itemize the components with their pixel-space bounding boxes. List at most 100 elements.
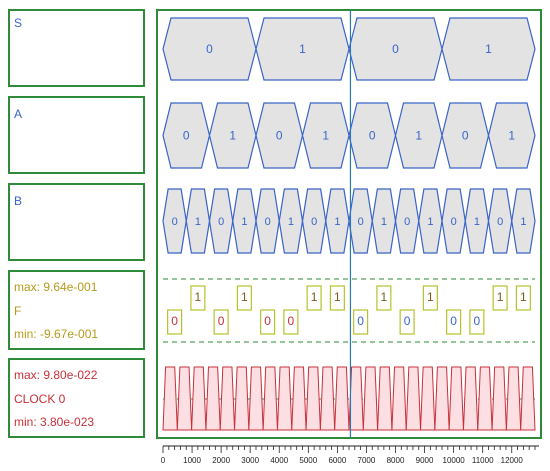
sample-value: 1 — [195, 290, 202, 304]
sample-value: 1 — [497, 290, 504, 304]
segment-value: 0 — [451, 216, 457, 228]
signal-label-clock[interactable]: max: 9.80e-022 CLOCK 0 min: 3.80e-023 — [8, 358, 145, 438]
segment-value: 0 — [462, 129, 469, 143]
tick-label: 2000 — [212, 456, 230, 465]
analog-sample — [306, 285, 322, 311]
logic-segment — [441, 17, 536, 81]
segment-value: 1 — [474, 216, 480, 228]
analog-sample — [446, 309, 462, 335]
signal-name: A — [14, 107, 23, 121]
clock-pulse — [420, 366, 436, 431]
trace-s: 0 1 0 1 — [162, 17, 536, 81]
signal-label-s[interactable]: S — [8, 9, 145, 87]
sample-value: 0 — [404, 314, 411, 328]
analog-sample — [283, 309, 299, 335]
tick-label: 7000 — [358, 456, 376, 465]
segment-value: 0 — [265, 216, 271, 228]
tick-label: 4000 — [270, 456, 288, 465]
clock-pulse — [291, 366, 307, 431]
tick-label: 9000 — [416, 456, 434, 465]
analog-sample — [190, 285, 206, 311]
segment-value: 1 — [508, 129, 515, 143]
signal-label-b[interactable]: B — [8, 183, 145, 261]
clock-pulse — [462, 366, 479, 431]
signal-min-label: min: -9.67e-001 — [14, 327, 99, 341]
signal-label-a[interactable]: A — [8, 96, 145, 174]
clock-pulse — [491, 366, 507, 431]
segment-value: 1 — [299, 42, 306, 56]
tick-label: 12000 — [501, 456, 524, 465]
segment-value: 1 — [229, 129, 236, 143]
signal-name: B — [14, 194, 23, 208]
segment-value: 0 — [311, 216, 317, 228]
clock-pulse — [176, 366, 193, 431]
segment-value: 1 — [381, 216, 387, 228]
tick-label: 3000 — [241, 456, 259, 465]
clock-pulse — [234, 366, 250, 431]
tick-label: 0 — [161, 456, 166, 465]
logic-segment — [487, 102, 536, 169]
analog-sample — [167, 309, 183, 335]
analog-sample — [353, 309, 369, 335]
segment-value: 1 — [415, 129, 422, 143]
clock-pulse — [205, 366, 221, 431]
clock-pulse — [505, 366, 522, 431]
sample-value: 1 — [334, 290, 341, 304]
tick-label: 11000 — [472, 456, 494, 465]
segment-value: 1 — [520, 216, 526, 228]
sample-value: 0 — [264, 314, 271, 328]
clock-pulse — [248, 366, 264, 431]
analog-sample — [329, 285, 345, 311]
clock-pulse — [334, 366, 350, 431]
clock-pulse — [219, 366, 236, 431]
analog-sample — [422, 285, 438, 311]
signal-name: CLOCK 0 — [14, 392, 66, 406]
signal-label-f[interactable]: max: 9.64e-001 F min: -9.67e-001 — [8, 270, 145, 350]
clock-pulse — [348, 366, 364, 431]
sample-value: 0 — [288, 314, 295, 328]
clock-pulse — [405, 366, 422, 431]
clock-pulse — [319, 366, 336, 431]
segment-value: 1 — [241, 216, 247, 228]
sample-value: 0 — [450, 314, 457, 328]
clock-pulse — [477, 366, 493, 431]
sample-value: 0 — [474, 314, 481, 328]
segment-value: 0 — [358, 216, 364, 228]
segment-value: 0 — [206, 42, 213, 56]
analog-sample — [260, 309, 276, 335]
waveform-area[interactable] — [156, 9, 542, 439]
segment-value: 0 — [183, 129, 190, 143]
segment-value: 0 — [369, 129, 376, 143]
sample-value: 0 — [171, 314, 178, 328]
tick-label: 1000 — [183, 456, 201, 465]
tick-label: 5000 — [299, 456, 317, 465]
clock-pulse — [377, 366, 393, 431]
sample-value: 0 — [357, 314, 364, 328]
clock-pulse — [391, 366, 407, 431]
sample-value: 1 — [427, 290, 434, 304]
segment-value: 1 — [288, 216, 294, 228]
sample-value: 1 — [381, 290, 388, 304]
segment-value: 0 — [392, 42, 399, 56]
analog-sample — [469, 309, 485, 335]
trace-clock — [162, 366, 536, 431]
sample-value: 0 — [218, 314, 225, 328]
analog-sample — [399, 309, 415, 335]
clock-pulse — [262, 366, 278, 431]
segment-value: 1 — [334, 216, 340, 228]
signal-name: F — [14, 304, 22, 318]
clock-pulse — [305, 366, 321, 431]
signal-min-label: min: 3.80e-023 — [14, 415, 95, 429]
tick-label: 6000 — [328, 456, 346, 465]
signal-max-label: max: 9.64e-001 — [14, 280, 98, 294]
analog-sample — [236, 285, 252, 311]
segment-value: 0 — [172, 216, 178, 228]
clock-pulse — [162, 366, 178, 431]
sample-value: 1 — [241, 290, 248, 304]
clock-pulse — [448, 366, 464, 431]
segment-value: 1 — [485, 42, 492, 56]
segment-value: 0 — [218, 216, 224, 228]
